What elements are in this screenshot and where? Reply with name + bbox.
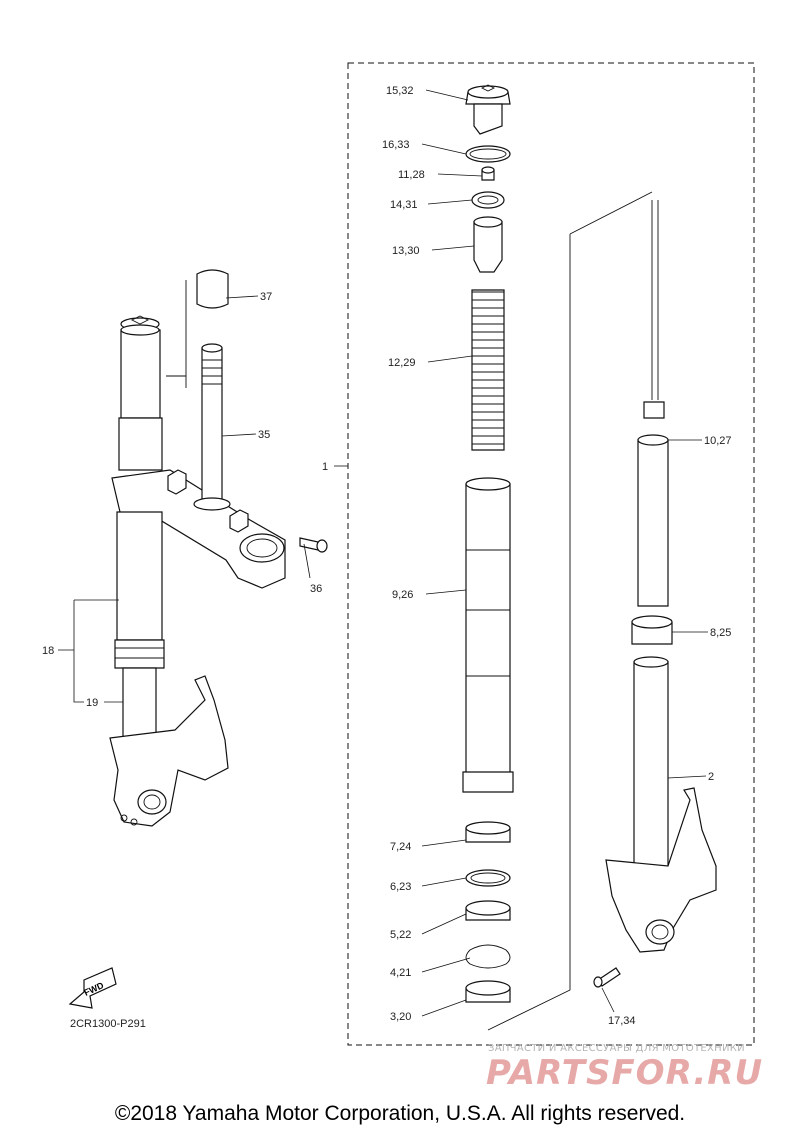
fwd-direction-marker: FWD	[68, 967, 117, 1009]
drawing-number: 2CR1300-P291	[70, 1018, 146, 1030]
watermark-logo: PARTSFOR.RU	[486, 1053, 764, 1093]
callout-19: 19	[86, 697, 98, 709]
callout-18: 18	[42, 645, 54, 657]
callout-2: 2	[708, 771, 714, 783]
callout-9-26: 9,26	[392, 589, 413, 601]
callout-37: 37	[260, 291, 272, 303]
copyright-notice: ©2018 Yamaha Motor Corporation, U.S.A. A…	[114, 1102, 686, 1125]
callout-leader-lines	[58, 89, 708, 1017]
callout-13-30: 13,30	[392, 245, 420, 257]
callout-10-27: 10,27	[704, 435, 732, 447]
callout-16-33: 16,33	[382, 139, 410, 151]
callout-15-32: 15,32	[386, 85, 414, 97]
callout-17-34: 17,34	[608, 1015, 636, 1027]
callout-14-31: 14,31	[390, 199, 418, 211]
watermark-tagline: ЗАПЧАСТИ И АКСЕССУАРЫ ДЛЯ МОТОТЕХНИКИ	[488, 1043, 745, 1054]
callout-7-24: 7,24	[390, 841, 411, 853]
callout-4-21: 4,21	[390, 967, 411, 979]
exploded-fork-components	[462, 84, 717, 1031]
callout-1: 1	[322, 461, 328, 473]
callout-36: 36	[310, 583, 322, 595]
callout-11-28: 11,28	[398, 169, 425, 181]
callout-5-22: 5,22	[390, 929, 411, 941]
callout-12-29: 12,29	[388, 357, 416, 369]
callout-35: 35	[258, 429, 270, 441]
callout-8-25: 8,25	[710, 627, 731, 639]
assembled-fork-illustration	[109, 269, 328, 827]
callout-labels: 15,32 16,33 11,28 14,31 13,30 12,29 1 9,…	[42, 85, 732, 1027]
callout-3-20: 3,20	[390, 1011, 411, 1023]
callout-6-23: 6,23	[390, 881, 411, 893]
assembly-boundary	[347, 62, 755, 1046]
